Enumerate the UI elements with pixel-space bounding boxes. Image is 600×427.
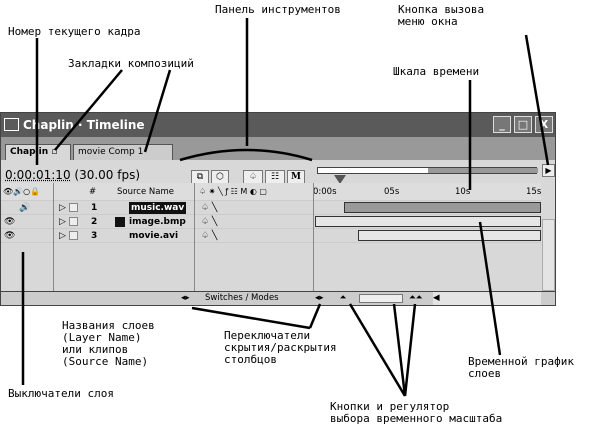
layer-row[interactable]: 🔊 ▷ 1 music.wav ♤ ╲ — [1, 201, 541, 215]
vertical-scrollbar[interactable] — [542, 219, 555, 291]
eye-icon[interactable]: 👁 — [4, 217, 16, 227]
tab-label: Chaplin — [10, 147, 49, 157]
audio-icon[interactable]: 🔊 — [19, 203, 31, 213]
label-zoom-controls: Кнопки и регулятор выбора временного мас… — [330, 400, 503, 425]
zoom-slider[interactable] — [359, 294, 403, 303]
label-comp-tabs: Закладки композиций — [68, 57, 194, 70]
timeline-window: Chaplin · Timeline _ □ X Chaplin ▫ movie… — [0, 112, 556, 306]
expand-arrow[interactable]: ▷ — [59, 215, 78, 229]
layer-name[interactable]: image.bmp — [129, 217, 186, 227]
bottom-bar: ◂▸ Switches / Modes ◂▸ ⏶ ⏶⏶ ◀ — [1, 291, 555, 305]
horizontal-scrollbar[interactable]: ◀ — [433, 292, 541, 305]
shy-switch[interactable]: ♤ ╲ — [201, 217, 218, 227]
zoom-in-button[interactable]: ⏶⏶ — [409, 293, 423, 303]
layer-row[interactable]: 👁 ▷ 2 image.bmp ♤ ╲ — [1, 215, 541, 229]
ruler-10: 10s — [455, 187, 471, 197]
expand-arrow[interactable]: ▷ — [59, 201, 78, 215]
shy-switch[interactable]: ♤ ╲ — [201, 231, 218, 241]
tab-movie-comp-1[interactable]: movie Comp 1 — [73, 144, 173, 160]
minimize-button[interactable]: _ — [493, 116, 511, 133]
layer-duration-bar[interactable] — [344, 202, 541, 213]
window-title: Chaplin · Timeline — [23, 118, 145, 132]
tab-label: movie Comp 1 — [78, 147, 144, 157]
solid-icon — [115, 217, 125, 227]
ruler-5: 05s — [384, 187, 400, 197]
fps: (30.00 fps) — [74, 168, 141, 182]
label-time-ruler: Шкала времени — [393, 65, 480, 78]
maximize-button[interactable]: □ — [514, 116, 532, 133]
source-name-header[interactable]: Source Name — [117, 187, 174, 197]
label-layer-switches: Выключатели слоя — [8, 387, 114, 400]
switches-modes-button[interactable]: Switches / Modes — [205, 293, 279, 303]
label-layer-timeline: Временной график слоев — [468, 355, 574, 380]
ruler-0: 0:00s — [313, 187, 337, 197]
layer-duration-bar[interactable] — [315, 216, 541, 227]
time-navigator[interactable] — [317, 167, 538, 174]
label-column-toggles: Переключатели скрытия/раскрытия столбцов — [224, 329, 337, 366]
number-header[interactable]: # — [89, 187, 97, 197]
toggle-right-button[interactable]: ◂▸ — [315, 293, 324, 303]
layer-name[interactable]: music.wav — [129, 202, 187, 214]
layer-number: 1 — [91, 203, 98, 213]
expand-arrow[interactable]: ▷ — [59, 229, 78, 243]
label-layer-names: Названия слоев (Layer Name) или клипов (… — [62, 319, 155, 368]
layer-row[interactable]: 👁 ▷ 3 movie.avi ♤ ╲ — [1, 229, 541, 243]
current-time-indicator[interactable] — [334, 175, 346, 184]
column-headers: 👁🔊○🔒 # Source Name ♤ ✷ ╲ ƒ ☷ M ◐ ▢ 0:00s… — [1, 183, 541, 201]
av-switches-header: 👁🔊○🔒 — [3, 187, 41, 196]
timeline-icon — [4, 118, 19, 131]
toggle-left-button[interactable]: ◂▸ — [181, 293, 190, 303]
zoom-out-button[interactable]: ⏶ — [339, 293, 347, 303]
layer-duration-bar[interactable] — [358, 230, 541, 241]
label-frame-number: Номер текущего кадра — [8, 25, 141, 38]
shy-switch[interactable]: ♤ ╲ — [201, 203, 218, 213]
label-toolbar: Панель инструментов — [215, 3, 341, 16]
label-menu-button: Кнопка вызова меню окна — [398, 3, 485, 28]
current-time[interactable]: 0:00:01:10 (30.00 fps) — [5, 168, 141, 182]
switches-header: ♤ ✷ ╲ ƒ ☷ M ◐ ▢ — [199, 187, 267, 196]
layer-number: 3 — [91, 231, 98, 241]
layer-number: 2 — [91, 217, 98, 227]
layer-name[interactable]: movie.avi — [129, 231, 179, 241]
eye-icon[interactable]: 👁 — [4, 231, 16, 241]
ruler-15: 15s — [526, 187, 542, 197]
